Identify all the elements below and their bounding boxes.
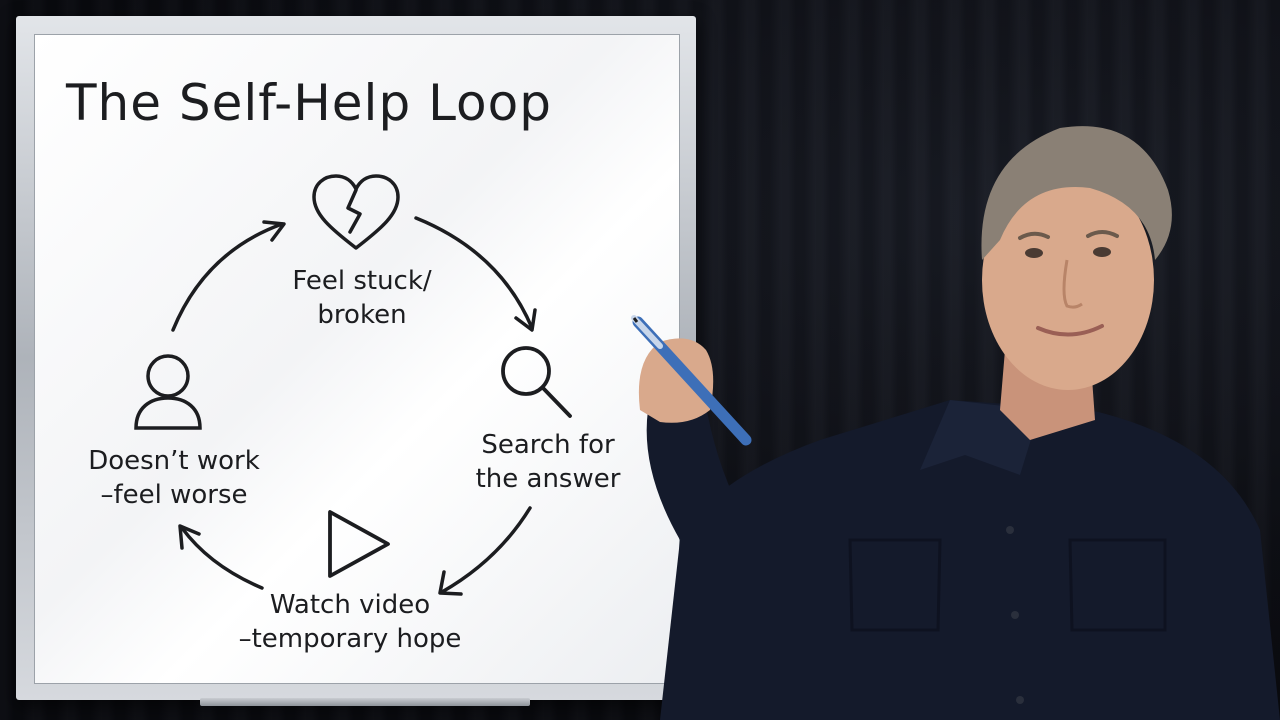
broken-heart-icon xyxy=(312,174,400,250)
presenter-face xyxy=(982,170,1154,390)
step-search-label: Search for the answer xyxy=(458,428,638,496)
presenter-hair xyxy=(981,126,1172,260)
presenter-arm xyxy=(646,400,740,540)
step-label-line: Doesn’t work xyxy=(88,446,260,476)
arrow-to-video-head xyxy=(438,570,463,596)
step-label-line: Search for xyxy=(481,430,615,460)
presenter-shirt xyxy=(660,400,1280,720)
arrow-to-search-head xyxy=(514,308,537,332)
pen-icon xyxy=(631,315,752,446)
arrow-to-heart-head xyxy=(262,220,286,242)
step-label-line: –temporary hope xyxy=(238,624,462,654)
marker-tray xyxy=(200,698,530,706)
arrow-to-search xyxy=(414,216,534,330)
presenter-hand xyxy=(638,338,714,423)
step-label-line: broken xyxy=(317,300,407,330)
arrow-to-video xyxy=(440,506,532,594)
step-feel-stuck-label: Feel stuck/ broken xyxy=(262,264,462,332)
arrow-to-worse xyxy=(180,526,264,590)
magnifier-icon xyxy=(501,346,572,418)
play-icon xyxy=(328,510,390,578)
step-label-line: Watch video xyxy=(269,590,431,620)
person-icon xyxy=(134,354,202,430)
step-label-line: Feel stuck/ xyxy=(292,266,432,296)
board-title: The Self-Help Loop xyxy=(66,74,552,132)
whiteboard xyxy=(34,34,680,684)
step-doesnt-work-label: Doesn’t work –feel worse xyxy=(74,444,274,512)
step-watch-video-label: Watch video –temporary hope xyxy=(220,588,480,656)
step-label-line: the answer xyxy=(475,464,621,494)
step-label-line: –feel worse xyxy=(100,480,248,510)
presenter xyxy=(631,126,1280,720)
arrow-to-worse-head xyxy=(178,524,201,550)
arrow-to-heart xyxy=(171,222,284,332)
